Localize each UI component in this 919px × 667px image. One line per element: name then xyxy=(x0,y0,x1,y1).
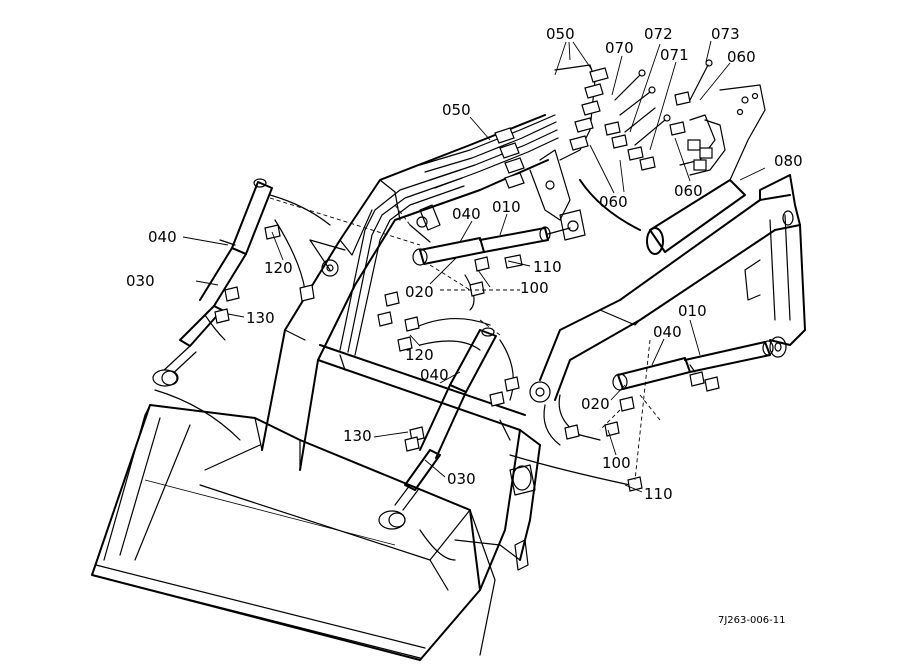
callout-010-right: 010 xyxy=(678,302,707,320)
control-valve-bracket xyxy=(679,84,766,181)
bucket-cylinder-lower-030 xyxy=(378,327,497,530)
callout-130-left: 130 xyxy=(246,309,275,327)
callout-020-lower: 020 xyxy=(581,395,610,413)
fittings-060-070 xyxy=(604,59,713,171)
callout-040-left: 040 xyxy=(148,228,177,246)
callout-040-center: 040 xyxy=(420,366,449,384)
callout-060-mid: 060 xyxy=(599,193,628,211)
callout-labels: 050 070 072 071 073 060 050 080 060 060 … xyxy=(126,25,803,503)
callout-110-upper: 110 xyxy=(533,258,562,276)
callout-073: 073 xyxy=(711,25,740,43)
callout-060-low: 060 xyxy=(674,182,703,200)
callout-040-upper: 040 xyxy=(452,205,481,223)
callout-070: 070 xyxy=(605,39,634,57)
loader-boom-right xyxy=(479,174,806,591)
callout-080: 080 xyxy=(774,152,803,170)
callout-060-top: 060 xyxy=(727,48,756,66)
callout-leaders xyxy=(182,40,766,493)
callout-050-left: 050 xyxy=(442,101,471,119)
hydraulic-hoses-lower xyxy=(154,194,631,561)
callout-020-upper: 020 xyxy=(405,283,434,301)
callout-050-top: 050 xyxy=(546,25,575,43)
quick-couplers-050 xyxy=(494,67,609,189)
callout-130-lower: 130 xyxy=(343,427,372,445)
callout-040-right: 040 xyxy=(653,323,682,341)
callout-110-lower: 110 xyxy=(644,485,673,503)
bucket-cylinder-left-030 xyxy=(152,178,273,387)
dashed-assembly-lines xyxy=(269,197,661,481)
callout-010-upper: 010 xyxy=(492,198,521,216)
hydraulic-hoses-top xyxy=(339,114,641,356)
callout-071: 071 xyxy=(660,46,689,64)
callout-072: 072 xyxy=(644,25,673,43)
lift-cylinder-right-010 xyxy=(612,340,774,391)
valve-plate xyxy=(529,64,596,241)
callout-100-upper: 100 xyxy=(520,279,549,297)
callout-030-lower: 030 xyxy=(447,470,476,488)
drawing-code: 7J263-006-11 xyxy=(718,615,785,626)
callout-120-lower: 120 xyxy=(405,346,434,364)
bucket xyxy=(91,404,521,661)
callout-030-left: 030 xyxy=(126,272,155,290)
callout-120-upper: 120 xyxy=(264,259,293,277)
cover-080 xyxy=(646,179,746,255)
loader-boom-left xyxy=(261,114,549,471)
callout-100-lower: 100 xyxy=(602,454,631,472)
